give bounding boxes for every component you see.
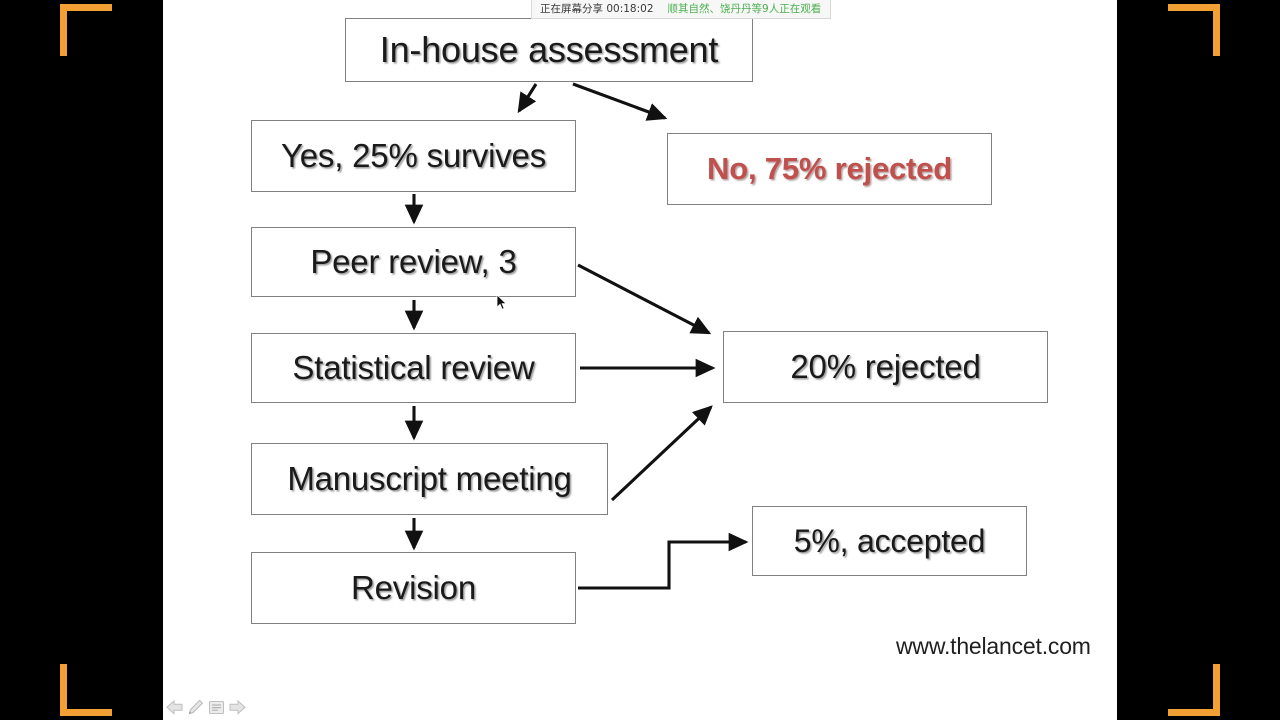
share-timer: 00:18:02: [606, 2, 654, 15]
left-arrow-icon[interactable]: [165, 698, 183, 716]
presenter-toolbar[interactable]: [162, 696, 249, 718]
node-20-percent-rejected[interactable]: 20% rejected: [723, 331, 1048, 403]
edge-title-yes: [517, 83, 538, 114]
node-yes-survives[interactable]: Yes, 25% survives: [251, 120, 576, 192]
share-corner-top-left: [60, 4, 112, 56]
share-status-text: 正在屏幕分享 00:18:02: [540, 4, 654, 15]
share-status-label: 正在屏幕分享: [540, 2, 603, 15]
screen-share-status-bar[interactable]: 正在屏幕分享 00:18:02 顺其自然、饶丹丹等9人正在观看: [531, 0, 832, 19]
node-in-house-assessment[interactable]: In-house assessment: [345, 18, 753, 82]
share-corner-bottom-left: [60, 664, 112, 716]
source-watermark: www.thelancet.com: [896, 633, 1091, 659]
share-corner-bottom-right: [1168, 664, 1220, 716]
edge-peer-rejected: [577, 263, 712, 335]
node-5-percent-accepted[interactable]: 5%, accepted: [752, 506, 1027, 576]
right-arrow-icon[interactable]: [228, 698, 246, 716]
edge-revision-accepted: [578, 532, 749, 590]
menu-icon[interactable]: [207, 698, 225, 716]
node-manuscript-meeting[interactable]: Manuscript meeting: [251, 443, 608, 515]
pen-icon[interactable]: [186, 698, 204, 716]
slide-canvas: In-house assessment Yes, 25% survives No…: [163, 0, 1117, 720]
node-no-rejected[interactable]: No, 75% rejected: [667, 133, 992, 205]
edge-title-no: [572, 82, 668, 121]
node-revision[interactable]: Revision: [251, 552, 576, 624]
node-peer-review[interactable]: Peer review, 3: [251, 227, 576, 297]
edge-manu-rejected: [610, 405, 713, 502]
mouse-cursor: [496, 293, 508, 316]
share-corner-top-right: [1168, 4, 1220, 56]
share-viewers-label: 顺其自然、饶丹丹等9人正在观看: [667, 2, 822, 15]
node-statistical-review[interactable]: Statistical review: [251, 333, 576, 403]
